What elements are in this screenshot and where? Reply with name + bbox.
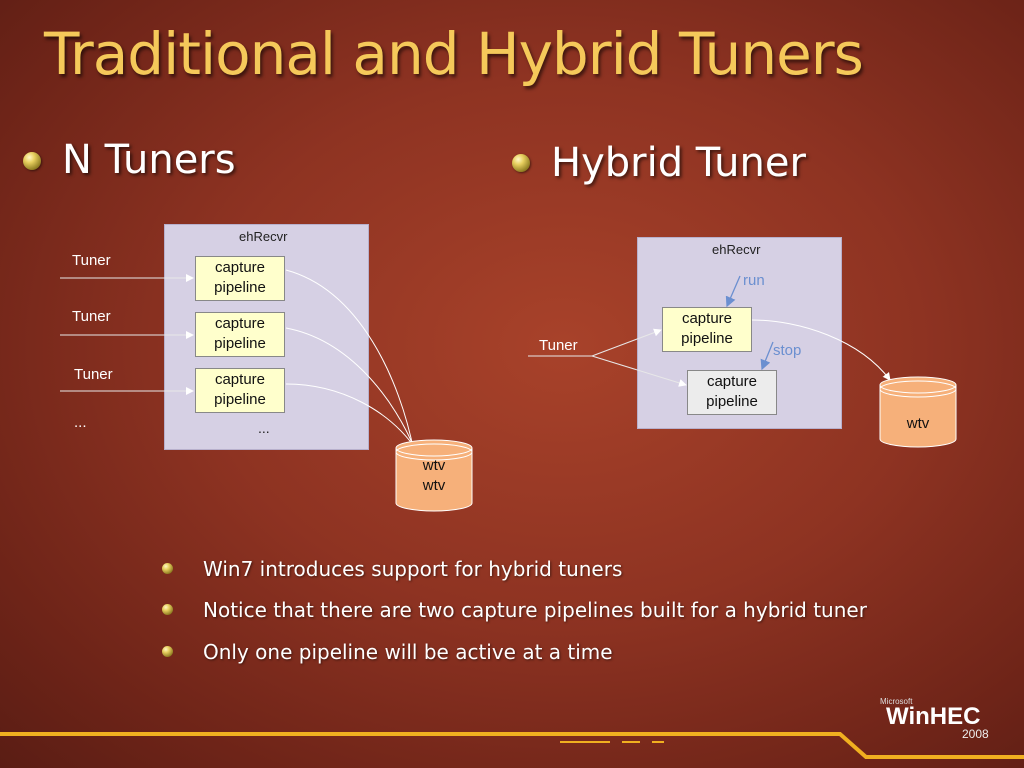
tuner-ellipsis: ... xyxy=(74,414,87,431)
run-label: run xyxy=(743,272,765,289)
stop-arrow xyxy=(760,341,774,371)
note-item: Win7 introduces support for hybrid tuner… xyxy=(203,557,623,581)
note-item: Only one pipeline will be active at a ti… xyxy=(203,640,613,664)
slide-title: Traditional and Hybrid Tuners xyxy=(44,20,864,88)
tuner-label: Tuner xyxy=(74,366,113,383)
pipeline-ellipsis: ... xyxy=(258,420,270,436)
tuner-label: Tuner xyxy=(72,252,111,269)
right-heading: Hybrid Tuner xyxy=(551,140,806,186)
tuner-label: Tuner xyxy=(539,337,578,354)
note-item: Notice that there are two capture pipeli… xyxy=(203,598,867,622)
heading-bullet-icon xyxy=(23,152,41,170)
tuner-to-pipeline-line xyxy=(591,355,687,387)
logo-brand: Microsoft xyxy=(880,697,913,706)
note-bullet-icon xyxy=(162,563,173,574)
storage-cylinder-right xyxy=(879,376,957,448)
note-bullet-icon xyxy=(162,604,173,615)
heading-bullet-icon xyxy=(512,154,530,172)
ehrecvr-label-right: ehRecvr xyxy=(712,242,761,257)
run-arrow xyxy=(725,275,741,308)
winhec-logo: WinHEC xyxy=(886,703,981,730)
stop-label: stop xyxy=(773,342,802,359)
tuner-label: Tuner xyxy=(72,308,111,325)
storage-label-right: wtv xyxy=(906,415,930,432)
ehrecvr-label-left: ehRecvr xyxy=(239,229,288,244)
logo-year: 2008 xyxy=(962,727,989,741)
tuner-to-pipeline-line xyxy=(591,328,662,357)
note-bullet-icon xyxy=(162,646,173,657)
bottom-stripe xyxy=(0,732,1024,759)
left-heading: N Tuners xyxy=(62,137,236,183)
